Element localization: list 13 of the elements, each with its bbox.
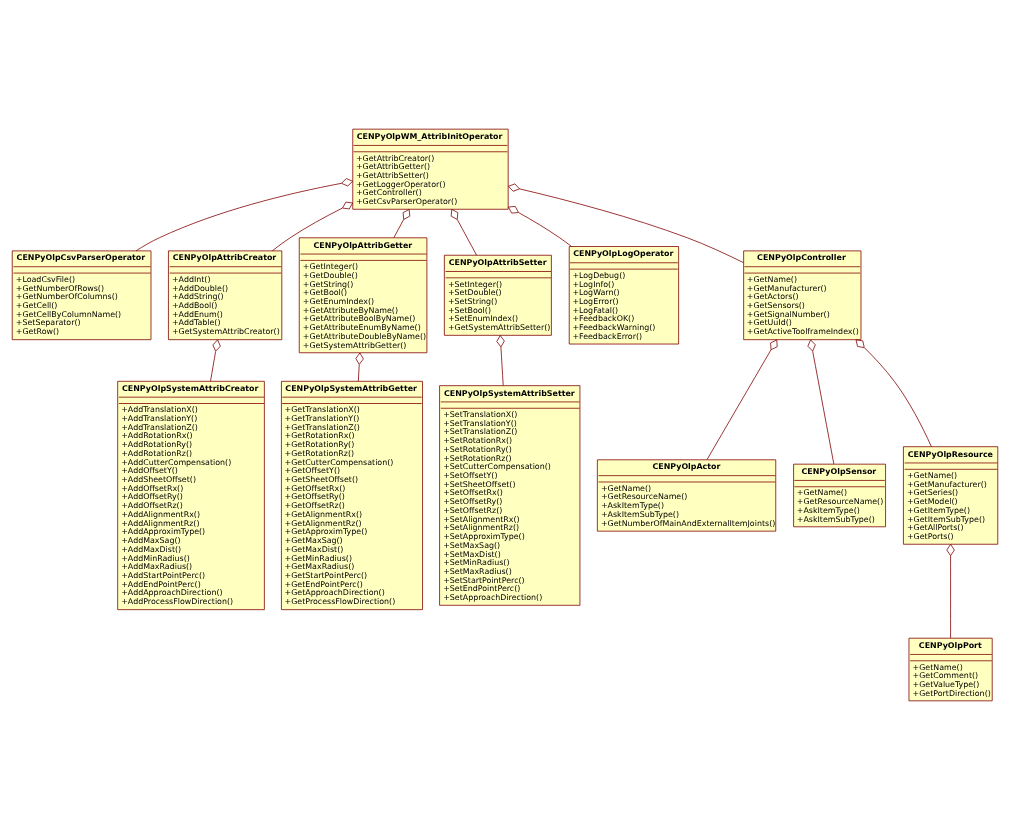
connector xyxy=(135,177,353,251)
connector xyxy=(806,339,834,464)
connector xyxy=(271,201,353,251)
connector xyxy=(855,338,932,447)
connector xyxy=(354,352,364,381)
connector xyxy=(945,543,955,638)
connector xyxy=(507,205,572,247)
connector xyxy=(706,339,778,460)
connector xyxy=(450,208,477,256)
connector xyxy=(209,339,221,381)
connector xyxy=(507,183,744,263)
connector xyxy=(392,208,410,238)
connector xyxy=(495,334,505,386)
